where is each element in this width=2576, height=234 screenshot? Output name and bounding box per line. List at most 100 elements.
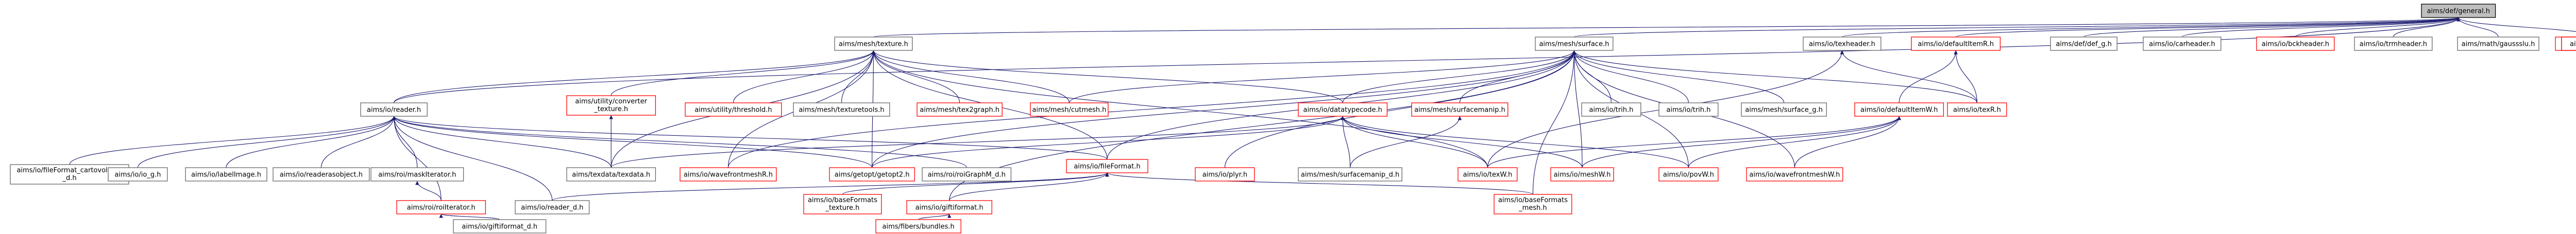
graph-node-readerd[interactable]: aims/io/reader_d.h (515, 200, 590, 214)
graph-node-labelimage[interactable]: aims/io/labelImage.h (185, 167, 267, 182)
graph-edge (1954, 50, 1977, 103)
graph-node-tex2graph[interactable]: aims/mesh/tex2graph.h (917, 102, 1003, 117)
graph-node-bundles[interactable]: aims/fibers/bundles.h (875, 219, 961, 233)
node-box (1741, 102, 1827, 117)
graph-node-mesh2graph[interactable]: aims/roi/roiGraphM_d.h (922, 167, 1012, 182)
graph-node-ecatheader[interactable]: aims/io/bckheader.h (2256, 37, 2335, 51)
node-box (829, 167, 915, 182)
graph-node-defaultitemw[interactable]: aims/io/defaultItemW.h (1854, 102, 1944, 117)
node-box (396, 200, 486, 214)
node-box (1494, 194, 1572, 214)
node-box (2457, 37, 2539, 51)
node-label: aims/io/fileFormat.h (1074, 163, 1140, 171)
graph-node-defdef[interactable]: aims/def/def_g.h (2050, 37, 2117, 51)
graph-node-filefmt[interactable]: aims/io/fileFormat_cartovolume_d.h (10, 164, 129, 185)
graph-node-plyr[interactable]: aims/io/plyr.h (1195, 167, 1255, 182)
graph-node-giftiformatd[interactable]: aims/io/giftiformat_d.h (453, 219, 547, 233)
graph-edge (1341, 116, 1583, 168)
graph-node-meshtexture[interactable]: aims/mesh/texture.h (834, 37, 913, 51)
graph-node-iog[interactable]: aims/io/io_g.h (108, 167, 168, 182)
graph-edge (871, 50, 1070, 103)
graph-node-surfacemanipd[interactable]: aims/mesh/surfacemanip_d.h (1298, 167, 1402, 182)
graph-edge (1572, 50, 1785, 103)
graph-edge (392, 116, 553, 201)
node-box (1911, 37, 2001, 51)
graph-node-defaultitemr[interactable]: aims/io/defaultItemR.h (1911, 37, 2001, 51)
graph-edge (1688, 116, 1901, 168)
node-label: aims/io/io_g.h (114, 171, 161, 179)
node-label: aims/io/texW.h (1463, 171, 1513, 179)
node-box (453, 219, 547, 233)
node-box (1458, 167, 1518, 182)
graph-node-texturedata[interactable]: aims/texdata/texdata.h (566, 167, 656, 182)
graph-edge (439, 213, 500, 220)
graph-node-utilthreshold[interactable]: aims/utility/threshold.h (685, 102, 782, 117)
graph-node-povw[interactable]: aims/io/povW.h (1658, 167, 1719, 182)
node-box (1803, 37, 1882, 51)
graph-edge (1572, 50, 1583, 168)
node-box (1066, 159, 1148, 173)
graph-node-texw[interactable]: aims/io/texW.h (1458, 167, 1518, 182)
graph-node-trmheader[interactable]: aims/io/trmheader.h (2354, 37, 2433, 51)
graph-node-utilconverter[interactable]: aims/utility/converter_texture.h (566, 95, 656, 116)
graph-node-giftiformat[interactable]: aims/io/giftiformat.h (906, 200, 992, 214)
graph-node-meshw[interactable]: aims/io/meshW.h (1550, 167, 1614, 182)
graph-edge (871, 50, 960, 103)
graph-node-texheader[interactable]: aims/io/texheader.h (1803, 37, 1882, 51)
node-label: aims/io/wavefrontmeshR.h (684, 171, 773, 179)
graph-node-wavefrontmeshr[interactable]: aims/io/wavefrontmeshR.h (680, 167, 777, 182)
graph-edge (842, 172, 1109, 195)
node-box (793, 102, 890, 117)
node-label: aims/io/labelImage.h (191, 171, 261, 179)
graph-node-ioreaderh[interactable]: aims/io/carheader.h (2143, 37, 2222, 51)
node-box (680, 167, 777, 182)
graph-edge (949, 172, 1109, 201)
graph-node-cutmesh[interactable]: aims/mesh/cutmesh.h (1030, 102, 1109, 117)
graph-edge (1841, 17, 2461, 38)
graph-edge (392, 116, 442, 201)
node-box (370, 167, 464, 182)
graph-edge (1582, 116, 1901, 168)
graph-node-readerasobject[interactable]: aims/io/readerasobject.h (273, 167, 370, 182)
node-label: aims/utility/threshold.h (694, 106, 772, 114)
graph-node-reader[interactable]: aims/io/reader.h (360, 102, 428, 117)
node-box (1550, 167, 1614, 182)
graph-node-tritexh[interactable]: aims/io/trih.h (1658, 102, 1719, 117)
graph-node-tiffheader[interactable]: aims/io/tiffheader.h (2561, 37, 2576, 51)
graph-edge (872, 116, 1345, 168)
graph-node-texturetools[interactable]: aims/mesh/texturetools.h (793, 102, 890, 117)
graph-node-gaussian[interactable]: aims/math/gaussslu.h (2457, 37, 2539, 51)
graph-edge (415, 181, 442, 201)
graph-node-fileformat[interactable]: aims/io/fileFormat.h (1066, 159, 1148, 173)
node-label: aims/def/general.h (2427, 8, 2490, 15)
graph-node-datatypecode[interactable]: aims/io/datatypecode.h (1298, 102, 1388, 117)
node-label: aims/io/bckheader.h (2262, 41, 2329, 48)
node-box (2050, 37, 2117, 51)
node-label: aims/def/def_g.h (2056, 41, 2112, 48)
node-label: aims/io/trmheader.h (2360, 41, 2427, 48)
node-box (1746, 167, 1843, 182)
graph-node-wavefrontmeshw[interactable]: aims/io/wavefrontmeshW.h (1746, 167, 1843, 182)
graph-node-meshsurface[interactable]: aims/mesh/surface.h (1535, 37, 1614, 51)
graph-node-texr[interactable]: aims/io/texR.h (1947, 102, 2007, 117)
graph-edge (1224, 50, 1577, 168)
node-box (515, 200, 590, 214)
node-box (2561, 37, 2576, 51)
graph-node-baseformatsmesh[interactable]: aims/io/baseFormats_mesh.h (1494, 194, 1572, 214)
graph-node-baseformatstex[interactable]: aims/io/baseFormats_texture.h (803, 194, 882, 214)
graph-node-roiiter[interactable]: aims/roi/roiIterator.h (396, 200, 486, 214)
node-label: aims/math/gaussslu.h (2462, 41, 2535, 48)
graph-edge (873, 17, 2460, 38)
node-label: aims/fibers/bundles.h (883, 223, 955, 231)
graph-edge (872, 50, 1577, 168)
graph-node-trih[interactable]: aims/io/trih.h (1581, 102, 1641, 117)
graph-node-surfacemanip[interactable]: aims/mesh/surfacemanip.h (1411, 102, 1509, 117)
graph-edge (1572, 50, 1689, 103)
graph-edge (392, 116, 418, 168)
graph-node-roiiterator[interactable]: aims/roi/maskIterator.h (370, 167, 464, 182)
graph-node-surfaceg[interactable]: aims/mesh/surface_g.h (1741, 102, 1827, 117)
graph-node-general[interactable]: aims/def/general.h (2421, 4, 2496, 18)
graph-edge (137, 116, 396, 168)
graph-node-getopt[interactable]: aims/getopt/getopt2.h (829, 167, 915, 182)
